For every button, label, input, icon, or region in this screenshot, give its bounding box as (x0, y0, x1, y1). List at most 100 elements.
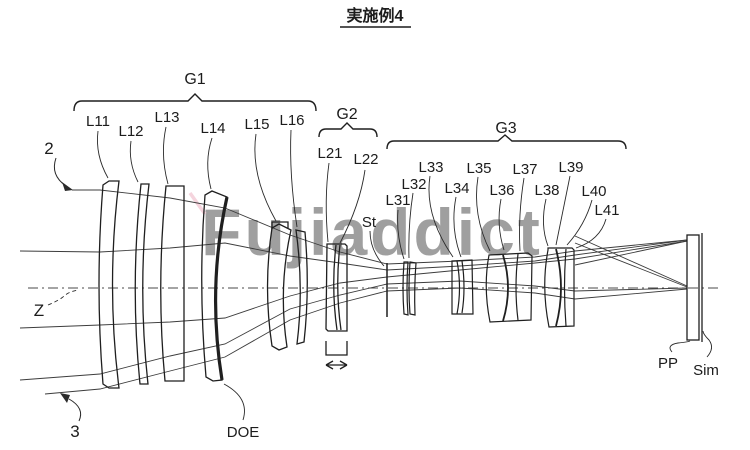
lens-l41-surface (563, 248, 567, 327)
group-g2-lenses (325, 243, 348, 370)
label-stop: St (362, 214, 377, 231)
image-side-elements (686, 233, 703, 342)
lens-l40-surface (555, 248, 562, 327)
label-sim: Sim (693, 362, 719, 379)
label-l16: L16 (279, 112, 304, 129)
leader-axis-z (47, 289, 80, 306)
diagram-labels: G1 G2 G3 L11 L12 L13 L14 L15 L16 L21 L22… (34, 71, 719, 441)
lens-l33-l34-outline (451, 259, 474, 315)
lens-l16 (295, 229, 308, 345)
arrow-3-shaft (68, 398, 82, 422)
figure-title: 実施例4 (340, 6, 411, 28)
reference-arrows (53, 157, 82, 422)
label-l14: L14 (200, 120, 225, 137)
label-l40: L40 (581, 183, 606, 200)
lens-l35-l37-outline (485, 252, 533, 323)
label-pp: PP (658, 355, 678, 372)
leader-lines (47, 126, 712, 421)
ray-bundle (19, 189, 688, 395)
group-brackets (73, 93, 627, 150)
label-l39: L39 (558, 159, 583, 176)
label-l36: L36 (489, 182, 514, 199)
label-l38: L38 (534, 182, 559, 199)
leader-l36 (498, 198, 505, 251)
leader-l37 (519, 177, 525, 252)
label-ray-3: 3 (70, 422, 79, 441)
label-axis-z: Z (34, 301, 44, 320)
lens-l36-surface (502, 254, 509, 322)
ray-line (44, 287, 688, 395)
lens-l22-surface (337, 244, 342, 331)
label-l37: L37 (512, 161, 537, 178)
ray-line (72, 189, 688, 265)
lens-l37-surface (515, 253, 519, 321)
label-g1: G1 (184, 71, 205, 88)
leader-l14 (207, 137, 213, 190)
label-l15: L15 (244, 116, 269, 133)
g2-bracket (318, 122, 378, 138)
leader-doe (223, 383, 245, 421)
lens-l15-flange (271, 221, 289, 229)
leader-l40 (566, 199, 593, 246)
group-g3-lenses (402, 247, 575, 328)
leader-pp (669, 340, 691, 353)
leader-l38 (543, 198, 549, 247)
ray-line (574, 240, 688, 266)
leader-l33 (428, 175, 454, 258)
lens-l38-l41-outline (544, 247, 575, 328)
leader-l22 (339, 169, 366, 244)
doe-surface (213, 196, 229, 381)
label-g2: G2 (336, 106, 357, 123)
label-l34: L34 (444, 180, 469, 197)
leader-st (369, 230, 385, 267)
arrow-2-head-icon (62, 182, 73, 191)
label-g3: G3 (495, 120, 516, 137)
lens-l32 (408, 261, 417, 316)
ray-line (574, 242, 688, 288)
lens-l11 (98, 180, 120, 389)
leader-sim (702, 330, 712, 358)
leader-l41 (575, 218, 607, 249)
lens-l12 (134, 183, 150, 385)
lens-l33-surface (456, 260, 461, 315)
leader-l15 (254, 133, 277, 222)
label-doe: DOE (227, 424, 260, 441)
leader-l32 (408, 192, 414, 259)
label-l22: L22 (353, 151, 378, 168)
leader-l35 (476, 176, 491, 252)
group-g1-lenses (98, 180, 308, 389)
lens-l15 (266, 223, 292, 351)
leader-l12 (129, 140, 139, 183)
label-l11: L11 (86, 113, 110, 130)
ray-line (574, 235, 688, 287)
plate-pp (686, 234, 700, 341)
label-l21: L21 (317, 145, 342, 162)
leader-l21 (325, 162, 330, 243)
leader-l31 (397, 209, 405, 260)
ray-line (19, 240, 688, 329)
watermark: Fujiaddict (188, 191, 543, 269)
page-title: 実施例4 (347, 6, 404, 25)
watermark-text: Fujiaddict (201, 195, 543, 269)
lens-l34-surface (461, 260, 465, 314)
arrow-3-head-icon (60, 393, 70, 403)
leader-l13 (163, 126, 169, 185)
label-l33: L33 (418, 159, 443, 176)
label-l41: L41 (594, 202, 619, 219)
g1-bracket (73, 93, 317, 112)
label-l35: L35 (466, 160, 491, 177)
lens-l21-surface (333, 244, 338, 331)
label-l13: L13 (154, 109, 179, 126)
move-range-bracket (325, 341, 348, 356)
label-ray-2: 2 (44, 139, 53, 158)
watermark-accent-mark (188, 191, 207, 216)
leader-l34 (453, 196, 462, 258)
g3-bracket (386, 134, 627, 150)
label-l31: L31 (385, 192, 410, 209)
lens-l31 (402, 261, 409, 316)
leader-l16 (290, 129, 298, 228)
leader-l39 (555, 175, 571, 246)
lens-l21-l22-outline (325, 243, 348, 332)
